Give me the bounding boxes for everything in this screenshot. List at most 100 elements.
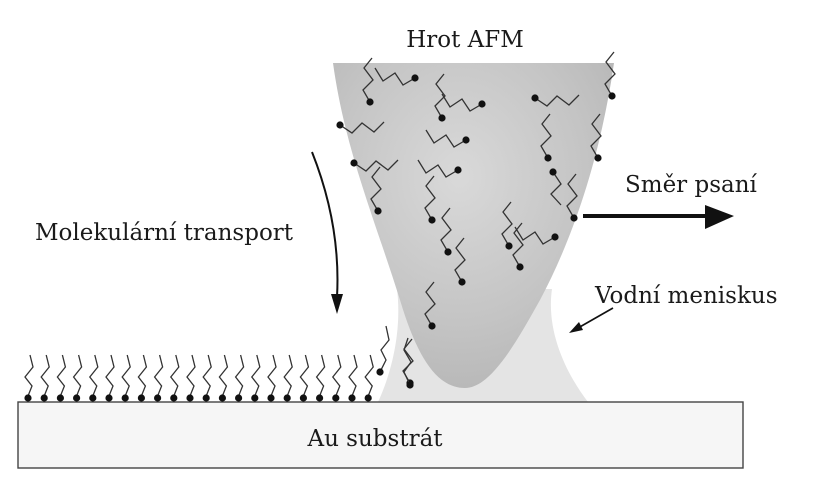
tip-molecule-chain bbox=[425, 129, 467, 148]
tip-molecule-chain bbox=[501, 201, 513, 247]
tip-molecule-head bbox=[411, 74, 419, 82]
tip-molecule-chain bbox=[370, 166, 382, 212]
monolayer-head bbox=[251, 394, 259, 402]
monolayer-chain bbox=[331, 354, 342, 397]
monolayer-head bbox=[40, 394, 48, 402]
monolayer-chain bbox=[186, 354, 196, 397]
meniscus-pointer-arrow bbox=[569, 307, 614, 333]
tip-molecule-head bbox=[505, 242, 513, 250]
monolayer-head bbox=[170, 394, 178, 402]
monolayer-chain bbox=[315, 354, 326, 397]
monolayer-head bbox=[376, 368, 384, 376]
monolayer-chain bbox=[218, 354, 229, 397]
tip-molecule-chain bbox=[550, 171, 562, 206]
tip-molecule-chain bbox=[353, 159, 399, 172]
tip-molecule-head bbox=[454, 166, 462, 174]
monolayer-chain bbox=[105, 354, 115, 397]
monolayer-chain bbox=[250, 354, 261, 397]
substrate-label: Au substrát bbox=[306, 426, 443, 452]
monolayer-chain bbox=[202, 354, 212, 397]
tip-molecule-head bbox=[531, 94, 539, 102]
monolayer-chain bbox=[56, 354, 67, 397]
monolayer-head bbox=[121, 394, 129, 402]
tip-molecule-head bbox=[570, 214, 578, 222]
monolayer bbox=[24, 325, 414, 402]
monolayer-chain bbox=[72, 354, 83, 397]
transport-arrow bbox=[311, 151, 343, 314]
tip-molecule-head bbox=[428, 322, 436, 330]
tip-molecule-head bbox=[374, 207, 382, 215]
monolayer-chain bbox=[234, 354, 245, 397]
monolayer-head bbox=[186, 394, 194, 402]
writing-direction-arrow bbox=[583, 205, 734, 229]
monolayer-head bbox=[406, 381, 414, 389]
afm-tip bbox=[333, 63, 614, 388]
tip-molecule-head bbox=[438, 114, 446, 122]
tip-molecule-chain bbox=[417, 159, 459, 178]
monolayer-head bbox=[283, 394, 291, 402]
monolayer-chain bbox=[137, 354, 148, 397]
monolayer-head bbox=[332, 394, 340, 402]
tip-molecule-chain bbox=[441, 93, 483, 112]
monolayer-head bbox=[73, 394, 81, 402]
tip-label: Hrot AFM bbox=[406, 27, 524, 53]
monolayer-chain bbox=[299, 354, 310, 397]
tip-molecule-head bbox=[444, 248, 452, 256]
tip-molecule-chain bbox=[590, 113, 602, 159]
tip-molecule-head bbox=[478, 100, 486, 108]
monolayer-chain bbox=[364, 354, 374, 397]
tip-molecule-head bbox=[544, 154, 552, 162]
tip-molecule-chain bbox=[424, 281, 436, 327]
tip-molecule-head bbox=[462, 136, 470, 144]
monolayer-head bbox=[364, 394, 372, 402]
monolayer-chain bbox=[267, 354, 277, 397]
tip-molecule-head bbox=[516, 263, 524, 271]
monolayer-head bbox=[137, 394, 145, 402]
monolayer-head bbox=[89, 394, 97, 402]
tip-molecule-chain bbox=[440, 207, 452, 253]
monolayer-head bbox=[202, 394, 210, 402]
tip-molecule-head bbox=[551, 233, 559, 241]
tip-molecule-chain bbox=[339, 121, 385, 134]
tip-molecule-head bbox=[608, 92, 616, 100]
tip-molecule-chain bbox=[434, 73, 446, 119]
transport-label: Molekulární transport bbox=[35, 220, 294, 246]
tip-molecule-head bbox=[458, 278, 466, 286]
meniscus-label: Vodní meniskus bbox=[594, 283, 778, 309]
tip-molecule-chain bbox=[540, 113, 552, 159]
au-substrate bbox=[17, 401, 744, 469]
tip-molecule-chain bbox=[534, 94, 580, 107]
monolayer-chain bbox=[24, 354, 34, 397]
tip-molecule-chain bbox=[374, 67, 416, 86]
monolayer-head bbox=[56, 394, 64, 402]
tip-molecule-chain bbox=[604, 51, 616, 97]
tip-molecule-chain bbox=[566, 173, 578, 219]
writing-direction-label: Směr psaní bbox=[625, 172, 758, 198]
tip-molecule-chain bbox=[514, 226, 556, 245]
monolayer-head bbox=[235, 394, 243, 402]
tip-molecule-head bbox=[428, 216, 436, 224]
monolayer-chain bbox=[348, 354, 358, 397]
tip-molecule-head bbox=[366, 98, 374, 106]
monolayer-head bbox=[348, 394, 356, 402]
tip-molecules bbox=[336, 51, 616, 387]
monolayer-head bbox=[105, 394, 113, 402]
monolayer-head bbox=[218, 394, 226, 402]
monolayer-chain bbox=[121, 354, 131, 397]
monolayer-chain bbox=[403, 337, 412, 386]
tip-molecule-head bbox=[549, 168, 557, 176]
tip-molecule-chain bbox=[362, 57, 374, 103]
monolayer-chain bbox=[379, 325, 390, 373]
monolayer-chain bbox=[153, 354, 164, 397]
monolayer-head bbox=[154, 394, 162, 402]
tip-molecule-chain bbox=[424, 175, 436, 221]
monolayer-chain bbox=[169, 354, 180, 397]
tip-molecule-chain bbox=[512, 222, 524, 268]
tip-molecule-chain bbox=[454, 237, 466, 283]
monolayer-chain bbox=[88, 354, 99, 397]
monolayer-head bbox=[316, 394, 324, 402]
monolayer-head bbox=[299, 394, 307, 402]
monolayer-head bbox=[24, 394, 32, 402]
monolayer-chain bbox=[40, 354, 50, 397]
